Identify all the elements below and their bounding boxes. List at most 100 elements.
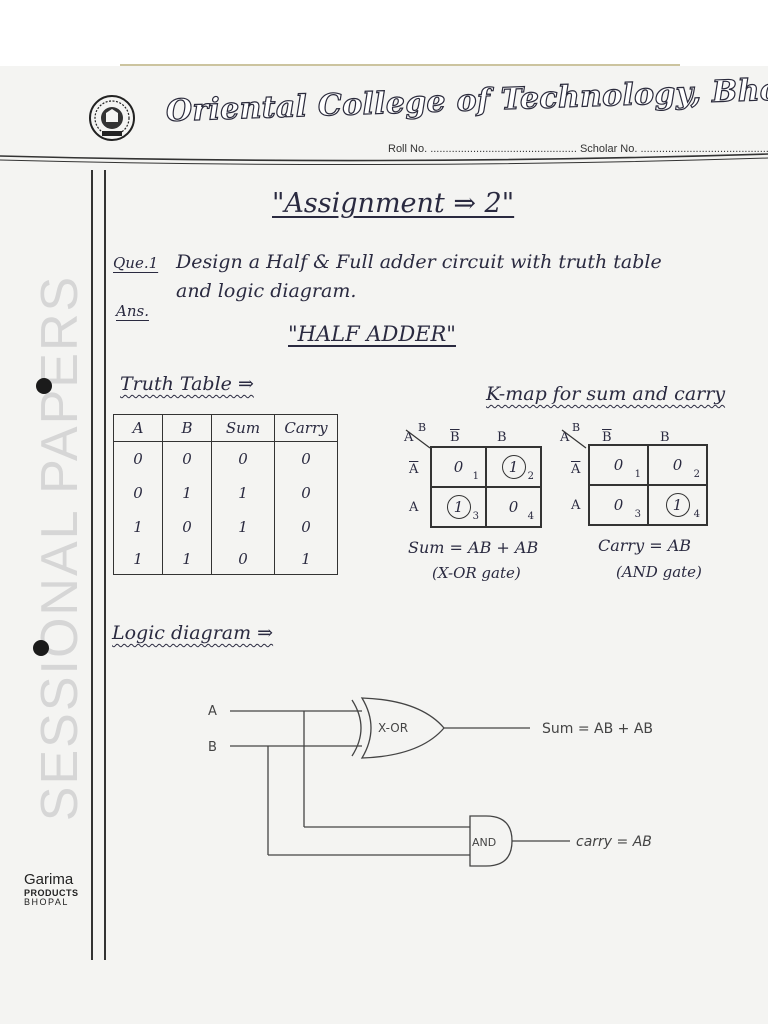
sessional-papers-text: SESSIONAL PAPERS [31,274,89,822]
kmap-carry-cell-index: 2 [693,469,700,480]
kmap-sum-gate-note: (X-OR gate) [432,564,521,582]
half-adder-logic-diagram: A B X-OR AND Sum = AB + AB carry = AB [208,697,653,867]
kmap-carry-corner-a: A [560,430,570,445]
kmap-sum-cell-value: 1 [446,495,471,519]
kmap-carry-cell-value: 0 [613,496,624,514]
question-line-1: Design a Half & Full adder circuit with … [176,251,662,273]
assignment-title: "Assignment ⇒ 2" [272,188,515,219]
kmap-sum-cell-value: 0 [508,498,519,516]
table-cell: 0 [274,510,338,544]
brand-name: Garima [24,871,74,888]
kmap-carry-col-header-1: B [602,430,612,445]
half-adder-title: "HALF ADDER" [288,322,456,346]
brand-line2: PRODUCTS [24,888,79,898]
table-cell: 1 [211,476,275,510]
truth-table-heading: Truth Table ⇒ [120,373,254,395]
punch-hole-top [36,378,52,394]
margin-rule-inner [104,170,106,960]
header-rule [0,153,768,166]
table-row: 1 1 0 1 [113,544,338,575]
answer-label: Ans. [116,302,149,320]
kmap-sum-cell-value: 1 [501,455,526,479]
table-cell: 1 [113,544,163,575]
table-cell: 1 [113,510,163,544]
table-cell: 0 [113,441,163,476]
table-cell: 0 [162,510,212,544]
college-logo-icon [89,95,135,141]
kmap-carry-row-header-1: A [571,462,581,477]
table-cell: 0 [211,441,275,476]
table-cell: 0 [274,441,338,476]
scholar-field: ........................................… [640,143,768,155]
kmap-carry-gate-note: (AND gate) [616,563,702,581]
kmap-carry-cell-value: 0 [672,456,683,474]
college-title: Oriental College of Technology, Bhopal [165,70,768,129]
scholar-label: Scholar No. [579,143,638,155]
kmap-heading: K-map for sum and carry [486,383,726,405]
top-rule [120,64,680,66]
kmap-sum-col-header-2: B [497,430,507,445]
punch-hole-bottom [33,640,49,656]
question-line-2: and logic diagram. [176,280,357,302]
carry-output-label: carry = AB [576,834,652,850]
table-cell: 0 [274,476,338,510]
kmap-sum-cell-value: 0 [453,458,464,476]
xor-gate-back-curve [351,699,362,757]
kmap-sum-corner-diagonal [405,429,431,449]
kmap-sum-row-header-2: A [409,500,419,515]
kmap-sum-corner-b: B [418,421,427,434]
kmap-carry-cell-index: 3 [634,509,641,520]
kmap-sum-cell-index: 3 [472,511,479,522]
kmap-sum-corner-a: A [404,430,414,445]
kmap-sum-cell-index: 1 [472,471,479,482]
sum-output-label: Sum = AB + AB [542,721,653,737]
kmap-carry-corner-diagonal [561,429,587,449]
brand-mark: Garima PRODUCTS BHOPAL [24,872,79,907]
xor-gate-label: X-OR [378,721,408,735]
table-cell: 0 [113,476,163,510]
kmap-carry-cell-value: 0 [613,456,624,474]
roll-label: Roll No. [388,143,428,155]
col-header-carry: Carry [274,414,338,442]
kmap-carry-row-header-2: A [571,498,581,513]
diagram-input-b-label: B [208,740,217,755]
logic-diagram-heading: Logic diagram ⇒ [112,622,274,644]
col-header-b: B [162,414,212,442]
table-row: 0 0 0 0 [113,441,338,476]
roll-scholar-line: Roll No. ...............................… [388,143,768,155]
kmap-carry-corner-b: B [572,421,581,434]
kmap-sum-expression: Sum = AB + AB [408,538,539,557]
table-cell: 1 [162,544,212,575]
page-top-edge [0,0,768,66]
table-row: 0 1 1 0 [113,476,338,510]
kmap-sum-cell-index: 4 [527,511,534,522]
table-cell: 0 [162,441,212,476]
kmap-sum-col-header-1: B [450,430,460,445]
diagram-input-a-label: A [208,704,217,719]
brand-line3: BHOPAL [24,897,69,907]
kmap-carry-cell-value: 1 [665,493,690,517]
table-cell: 1 [274,544,338,575]
margin-rule-outer [91,170,93,960]
col-header-a: A [113,414,163,442]
kmap-sum-cell-index: 2 [527,471,534,482]
kmap-carry-cell-index: 4 [693,509,700,520]
table-cell: 1 [162,476,212,510]
roll-field: ........................................… [430,143,580,155]
table-row: 1 0 1 0 [113,510,338,544]
col-header-sum: Sum [211,414,275,442]
kmap-sum-row-header-1: A [409,462,419,477]
kmap-carry-expression: Carry = AB [598,536,692,555]
and-gate-label: AND [472,836,496,849]
table-cell: 1 [211,510,275,544]
kmap-carry-col-header-2: B [660,430,670,445]
